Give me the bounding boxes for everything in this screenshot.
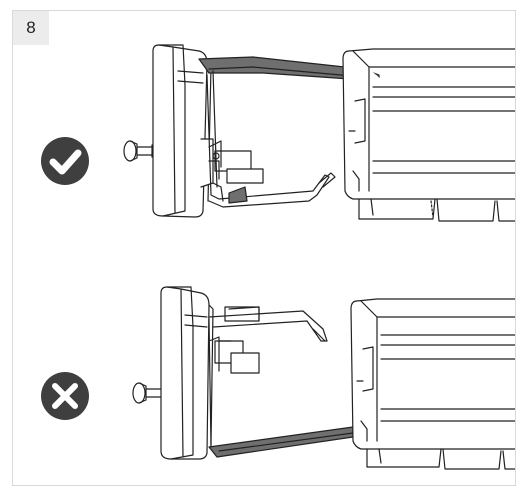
bracket-arm-top (206, 70, 336, 208)
mechanism-bottom (208, 306, 260, 374)
checkmark-icon (41, 137, 89, 185)
incorrect-example (41, 286, 515, 470)
knob-top (123, 140, 158, 162)
instruction-step-frame: 8 (12, 10, 516, 486)
profile-bottom (350, 298, 515, 470)
step-number: 8 (13, 11, 49, 45)
cross-icon (41, 372, 89, 420)
end-cap-bottom (160, 286, 214, 460)
correct-example (41, 44, 515, 222)
installation-illustration (41, 44, 515, 470)
end-cap-top (152, 44, 212, 218)
profile-top (342, 48, 515, 222)
mechanism-top (200, 138, 264, 202)
upper-rail-bottom (208, 306, 328, 342)
lower-rail-bottom (208, 318, 360, 458)
